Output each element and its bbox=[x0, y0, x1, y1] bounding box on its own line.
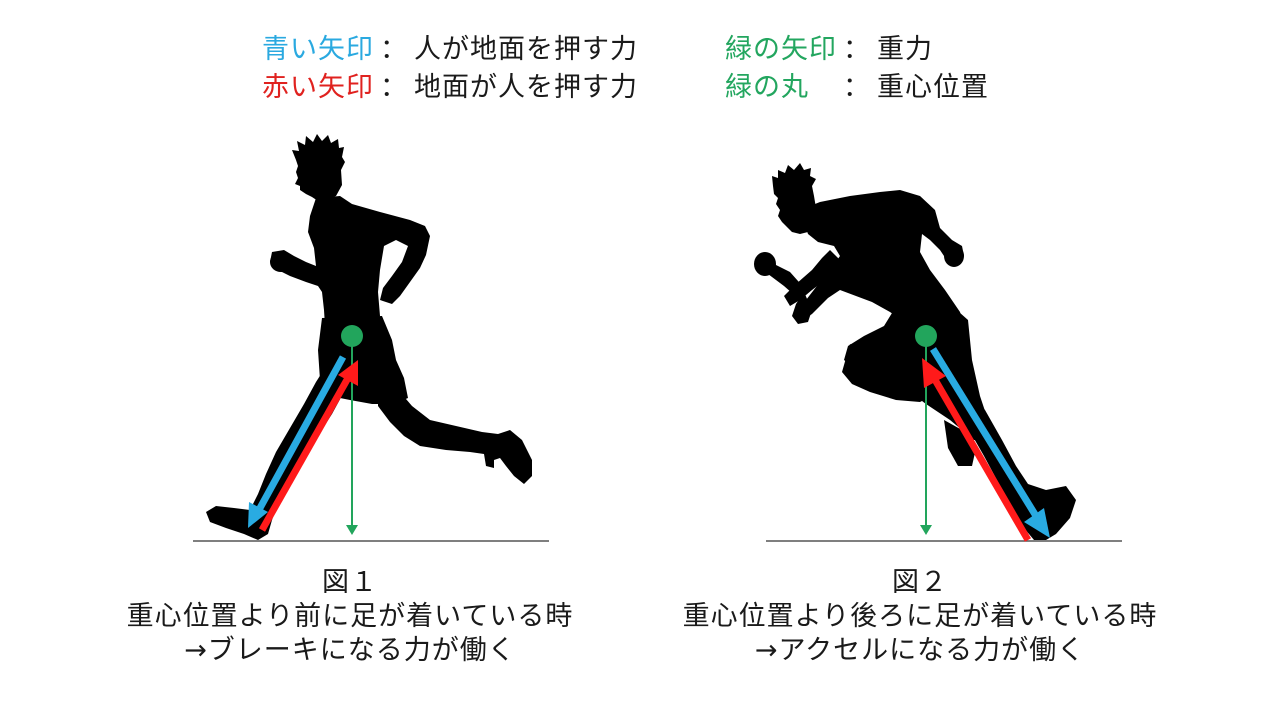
legend-key-red-arrow: 赤い矢印 bbox=[262, 72, 374, 103]
legend-separator: ： bbox=[380, 72, 408, 103]
legend-separator: ： bbox=[843, 34, 871, 65]
blue-arrow-person-pushes-ground bbox=[248, 355, 347, 528]
center-of-mass-dot bbox=[341, 325, 363, 347]
figure-1-description: 重心位置より前に足が着いている時 bbox=[126, 601, 574, 632]
red-arrow-ground-pushes-person bbox=[922, 358, 1032, 542]
figure-2-label: 図２ bbox=[892, 567, 948, 598]
legend-key-green-arrow: 緑の矢印 bbox=[725, 34, 837, 65]
figure-2 bbox=[754, 163, 1122, 542]
runner-silhouette-sprint bbox=[754, 163, 1076, 540]
legend-row-green-circle: 緑の丸 ：重心位置 bbox=[725, 71, 989, 105]
figure-2-caption: 図２ 重心位置より後ろに足が着いている時 →アクセルになる力が働く bbox=[640, 566, 1200, 668]
figure-2-conclusion: →アクセルになる力が働く bbox=[754, 635, 1086, 666]
figure-1-label: 図１ bbox=[322, 567, 378, 598]
gravity-arrowhead bbox=[920, 525, 932, 535]
legend-value: 地面が人を押す力 bbox=[414, 72, 638, 103]
legend-value: 重心位置 bbox=[877, 72, 989, 103]
legend-key-green-circle: 緑の丸 bbox=[725, 72, 837, 103]
center-of-mass-dot bbox=[915, 325, 937, 347]
gravity-arrowhead bbox=[346, 525, 358, 535]
legend-separator: ： bbox=[843, 72, 871, 103]
runner-silhouette-upright bbox=[206, 134, 532, 540]
legend-row-green-arrow: 緑の矢印：重力 bbox=[725, 33, 933, 67]
figure-2-description: 重心位置より後ろに足が着いている時 bbox=[682, 601, 1158, 632]
legend-value: 重力 bbox=[877, 34, 933, 65]
legend-separator: ： bbox=[380, 34, 408, 65]
figure-1 bbox=[193, 134, 549, 542]
legend-row-red: 赤い矢印：地面が人を押す力 bbox=[262, 71, 638, 105]
blue-arrow-person-pushes-ground bbox=[930, 347, 1050, 538]
legend-value: 人が地面を押す力 bbox=[414, 34, 638, 65]
legend-row-blue: 青い矢印：人が地面を押す力 bbox=[262, 33, 638, 67]
red-arrow-ground-pushes-person bbox=[258, 360, 358, 532]
figure-1-caption: 図１ 重心位置より前に足が着いている時 →ブレーキになる力が働く bbox=[80, 566, 620, 668]
legend-key-blue-arrow: 青い矢印 bbox=[262, 34, 374, 65]
figure-1-conclusion: →ブレーキになる力が働く bbox=[184, 635, 516, 666]
